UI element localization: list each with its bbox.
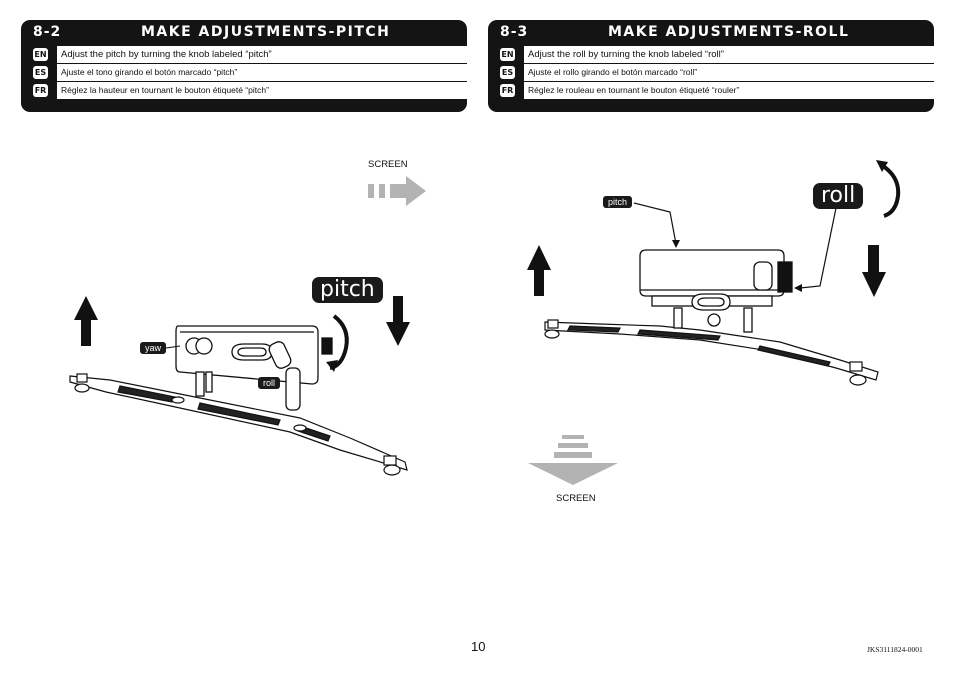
mount-plate-right [544, 319, 879, 386]
arrowhead-icon [876, 160, 888, 172]
roll-label: roll [258, 377, 281, 389]
pitch-label: pitch [603, 196, 633, 208]
pitch-rotation-arrow-icon [329, 314, 349, 370]
projector-head-left [175, 325, 333, 411]
screen-label: SCREEN [368, 159, 408, 170]
mount-plate-left [69, 373, 408, 476]
panel-header: 8-2 MAKE ADJUSTMENTS-PITCH [21, 20, 467, 45]
down-arrow-icon [386, 296, 410, 346]
yaw-label: yaw [140, 342, 167, 354]
step-number: 8-2 [33, 24, 62, 40]
page-number: 10 [471, 639, 486, 654]
instruction-row-es: ES Ajuste el tono girando el botón marca… [21, 64, 467, 81]
step-title: MAKE ADJUSTMENTS-ROLL [608, 24, 850, 40]
instruction-row-en: EN Adjust the roll by turning the knob l… [488, 46, 934, 63]
instruction-text-es: Ajuste el rollo girando el botón marcado… [524, 64, 934, 81]
roll-leader-line [799, 207, 837, 289]
arrowhead-icon [326, 360, 338, 372]
arrowhead-icon [672, 240, 680, 248]
projector-head-right [639, 249, 793, 333]
lang-badge-es: ES [500, 66, 515, 79]
panel-header: 8-3 MAKE ADJUSTMENTS-ROLL [488, 20, 934, 45]
up-arrow-icon [527, 245, 551, 296]
left-screen-arrow-icon [368, 176, 426, 206]
document-code: JKS3111824-0001 [867, 645, 923, 654]
yaw-leader-line [165, 345, 181, 349]
roll-rotation-arrow-icon [878, 162, 901, 218]
pitch-leader-line [633, 202, 677, 245]
instruction-panel-roll: 8-3 MAKE ADJUSTMENTS-ROLL EN Adjust the … [488, 20, 934, 112]
step-number: 8-3 [500, 24, 529, 40]
pitch-big-label: pitch [312, 277, 383, 303]
instruction-row-es: ES Ajuste el rollo girando el botón marc… [488, 64, 934, 81]
roll-big-label: roll [813, 183, 864, 209]
screen-label: SCREEN [556, 493, 596, 504]
lang-badge-es: ES [33, 66, 48, 79]
instruction-row-en: EN Adjust the pitch by turning the knob … [21, 46, 467, 63]
instruction-row-fr: FR Réglez le rouleau en tournant le bout… [488, 82, 934, 99]
right-screen-arrow-icon [528, 435, 618, 485]
lang-badge-en: EN [33, 48, 48, 61]
lang-badge-en: EN [500, 48, 515, 61]
instruction-text-fr: Réglez la hauteur en tournant le bouton … [57, 82, 467, 99]
lang-badge-fr: FR [33, 84, 48, 97]
instruction-text-fr: Réglez le rouleau en tournant le bouton … [524, 82, 934, 99]
instruction-text-en: Adjust the pitch by turning the knob lab… [57, 46, 467, 63]
step-title: MAKE ADJUSTMENTS-PITCH [141, 24, 391, 40]
lang-badge-fr: FR [500, 84, 515, 97]
down-arrow-icon [862, 245, 886, 297]
instruction-row-fr: FR Réglez la hauteur en tournant le bout… [21, 82, 467, 99]
instruction-panel-pitch: 8-2 MAKE ADJUSTMENTS-PITCH EN Adjust the… [21, 20, 467, 112]
up-arrow-icon [74, 296, 98, 346]
arrowhead-icon [794, 284, 802, 292]
instruction-text-es: Ajuste el tono girando el botón marcado … [57, 64, 467, 81]
instruction-text-en: Adjust the roll by turning the knob labe… [524, 46, 934, 63]
